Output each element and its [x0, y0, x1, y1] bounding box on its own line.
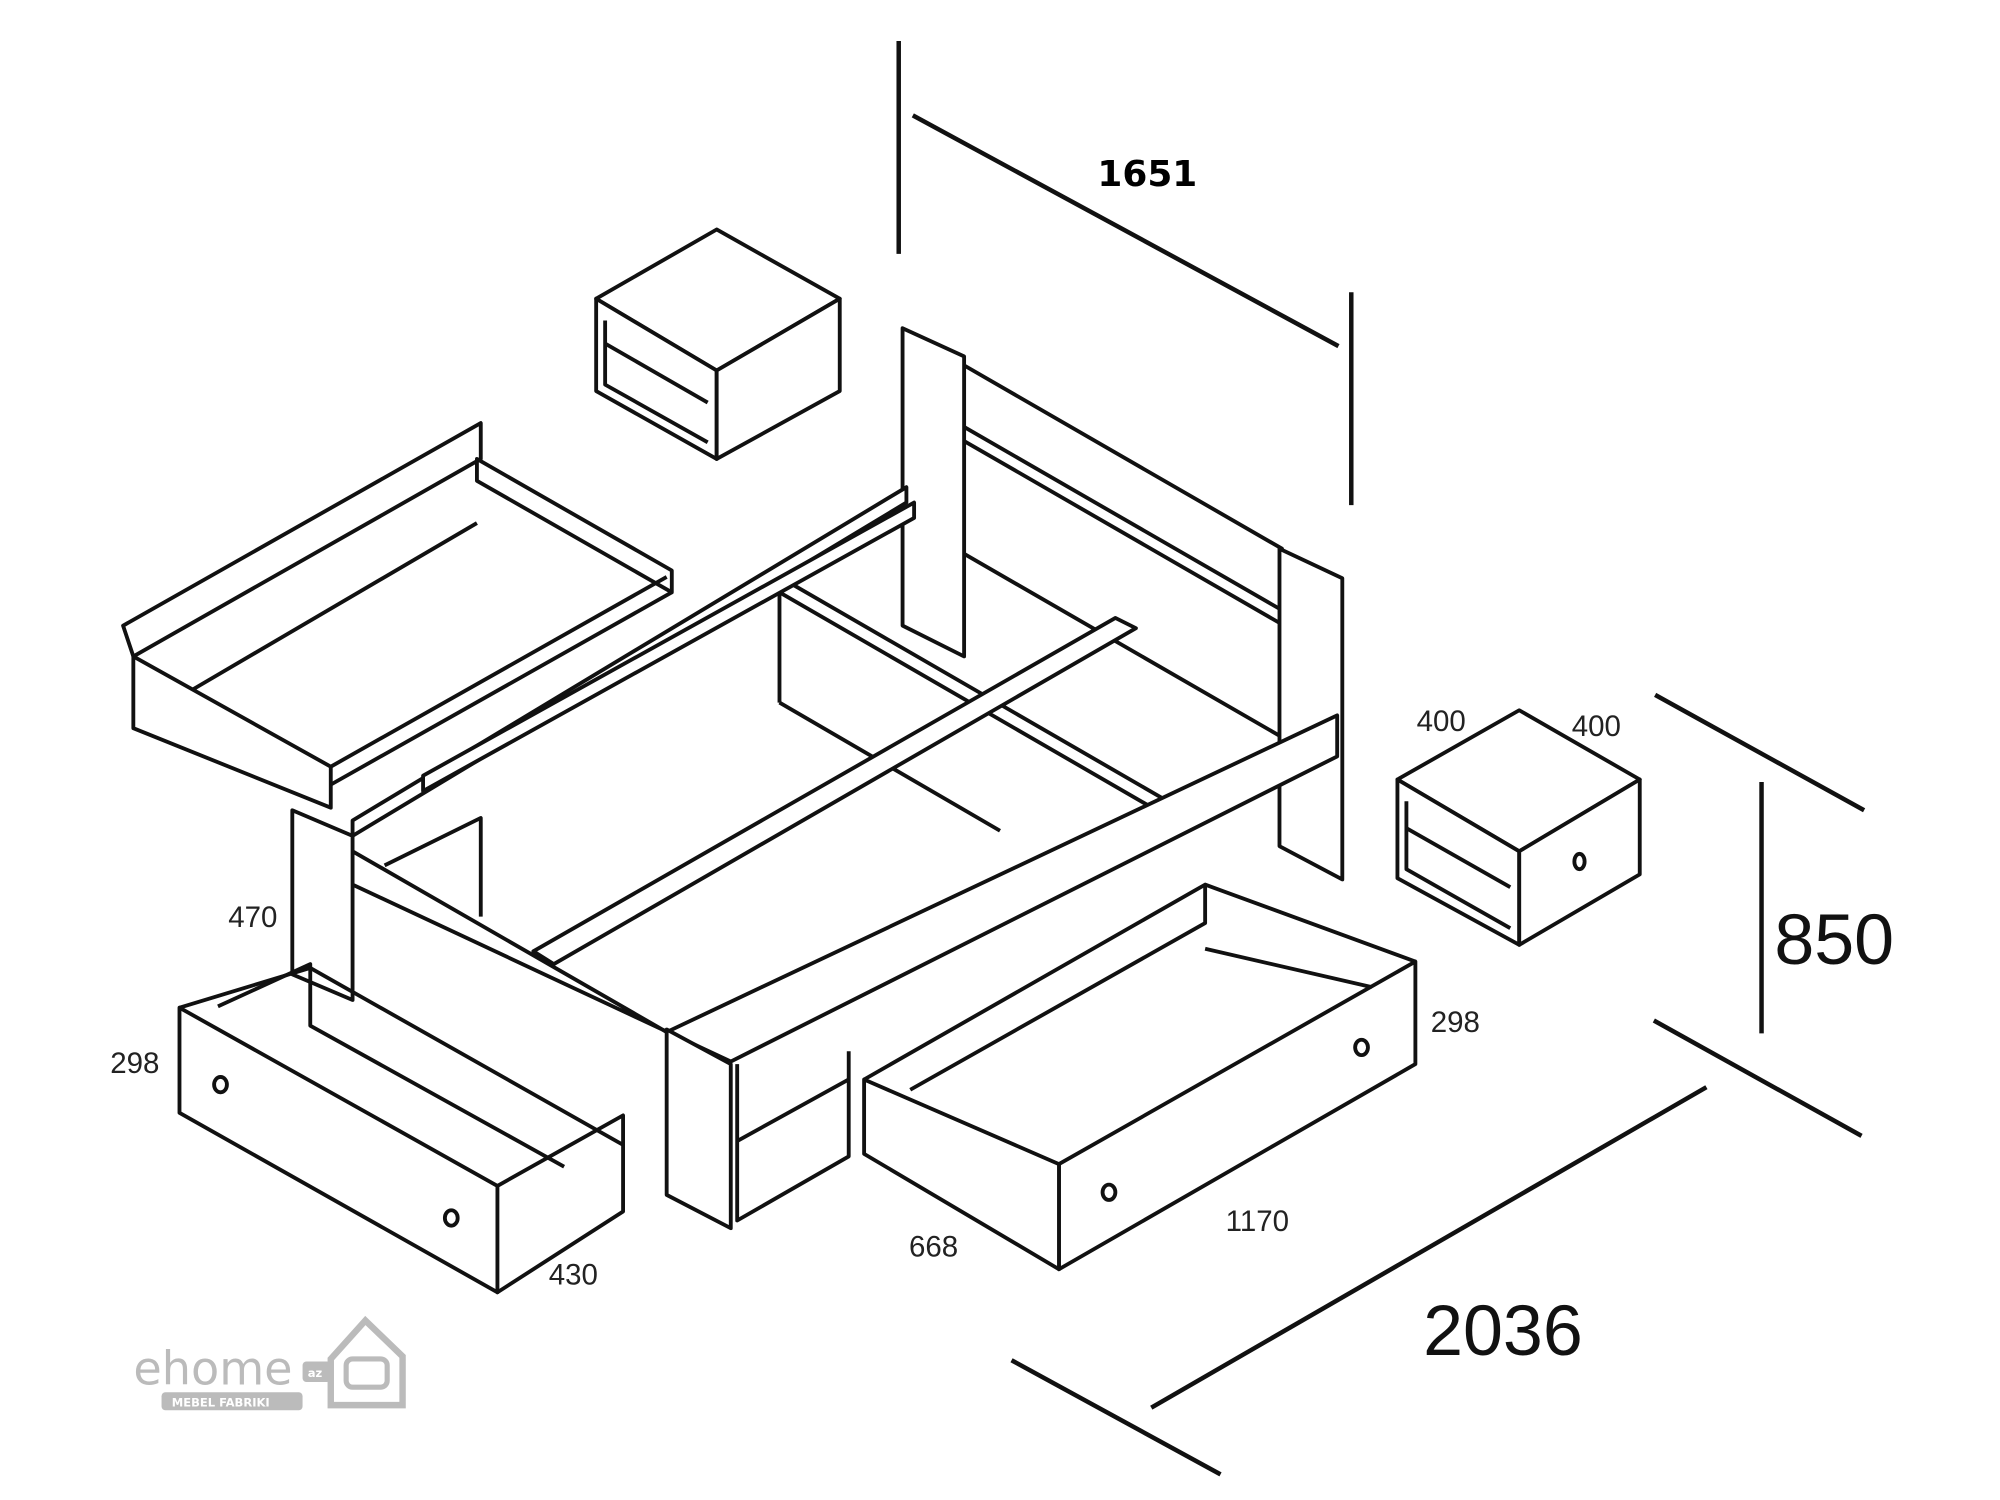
drawer-back-left [121, 421, 674, 810]
svg-text:ehome: ehome [133, 1342, 292, 1396]
headboard [900, 326, 1345, 882]
dim-overall-length: 2036 [1423, 1291, 1583, 1371]
dim-left-drawer-depth: 430 [549, 1259, 598, 1292]
dimension-lines [896, 41, 1866, 1477]
dim-right-drawer-depth: 668 [909, 1230, 958, 1263]
nightstand-right [1395, 708, 1642, 947]
drawer-front-left [177, 962, 625, 1295]
dim-overall-height: 850 [1774, 900, 1894, 980]
bed-frame [290, 485, 1340, 1231]
drawer-front-right [862, 882, 1418, 1272]
svg-text:MEBEL FABRIKI: MEBEL FABRIKI [172, 1395, 270, 1409]
dim-nightstand-depth: 400 [1572, 710, 1621, 743]
dim-side-height: 470 [228, 901, 277, 934]
nightstand-top [594, 227, 842, 461]
dim-nightstand-width: 400 [1417, 705, 1466, 738]
dim-headboard-width: 1651 [1097, 154, 1197, 195]
dim-left-drawer-height: 298 [110, 1047, 159, 1080]
ehome-logo: ehome az MEBEL FABRIKI [133, 1315, 406, 1411]
dim-right-drawer-height: 298 [1431, 1006, 1480, 1039]
svg-text:az: az [308, 1366, 323, 1380]
dim-right-drawer-length: 1170 [1226, 1205, 1289, 1238]
